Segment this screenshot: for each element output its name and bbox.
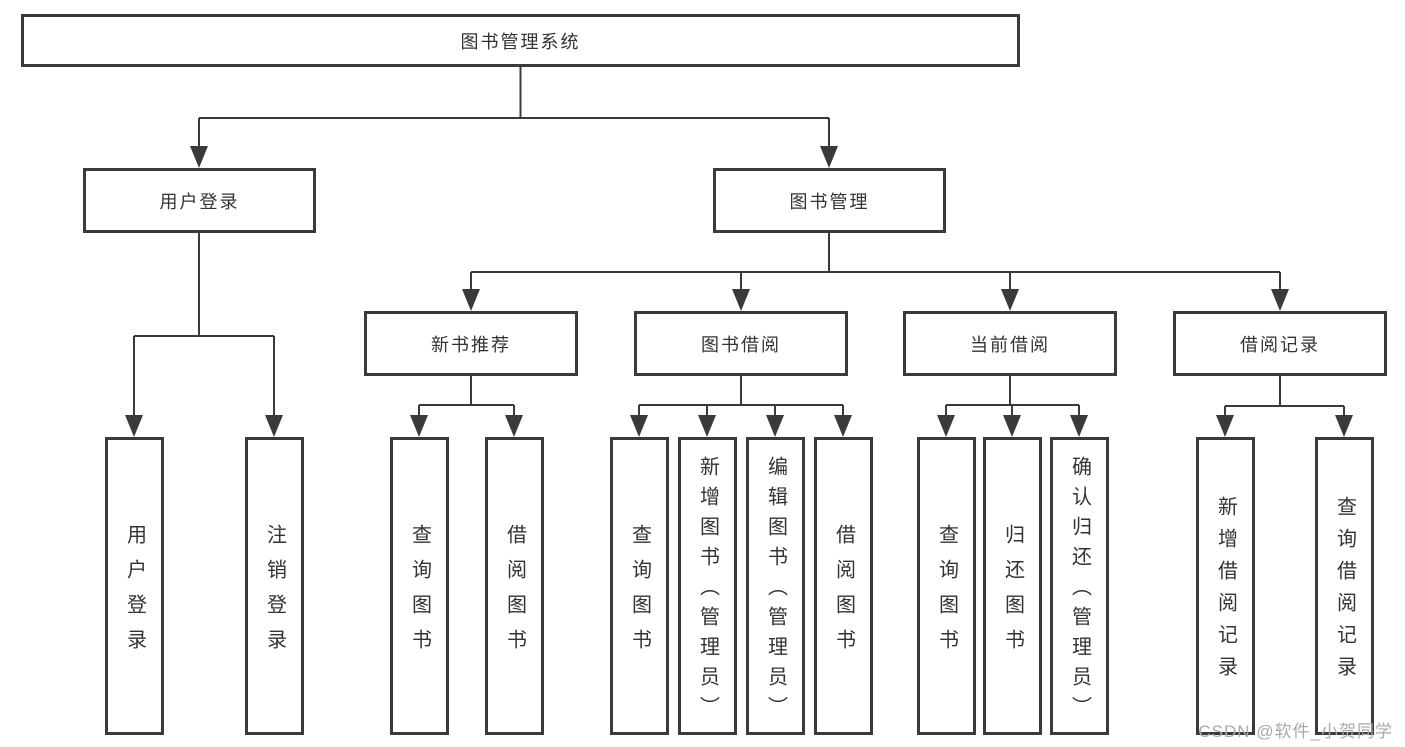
connector-line <box>470 232 1281 294</box>
leaf-label: 归还图书 <box>1001 523 1024 664</box>
leaf-return-books: 归还图书 <box>983 437 1042 735</box>
node-root: 图书管理系统 <box>21 14 1020 67</box>
leaf-label: 新增图书（管理员） <box>696 456 719 726</box>
arrow-down-icon <box>1335 415 1353 437</box>
node-user-login: 用户登录 <box>83 168 316 233</box>
node-root-label: 图书管理系统 <box>460 31 581 52</box>
arrow-down-icon <box>1216 415 1234 437</box>
arrow-down-icon <box>820 146 838 168</box>
arrow-down-icon <box>1271 289 1289 311</box>
node-label: 图书管理 <box>789 191 870 212</box>
connector-line <box>418 375 515 420</box>
node-label: 当前借阅 <box>970 334 1050 355</box>
connector-line <box>198 66 830 150</box>
arrow-down-icon <box>1070 415 1088 437</box>
leaf-label: 确认归还（管理员） <box>1068 456 1091 726</box>
leaf-label: 查询图书 <box>408 523 431 664</box>
connector-line <box>1224 375 1345 420</box>
leaf-label: 查询借阅记录 <box>1333 496 1356 688</box>
leaf-label: 用户登录 <box>123 523 146 664</box>
node-borrow-records: 借阅记录 <box>1173 311 1387 376</box>
arrow-down-icon <box>937 415 955 437</box>
node-label: 借阅记录 <box>1240 334 1320 355</box>
leaf-query-books-recommend: 查询图书 <box>390 437 449 735</box>
leaf-add-books-admin: 新增图书（管理员） <box>678 437 737 735</box>
leaf-label: 注销登录 <box>263 523 286 664</box>
arrow-down-icon <box>1003 415 1021 437</box>
leaf-query-books-current: 查询图书 <box>917 437 976 735</box>
node-book-borrow: 图书借阅 <box>634 311 848 376</box>
leaf-label: 新增借阅记录 <box>1214 496 1237 688</box>
leaf-label: 借阅图书 <box>832 523 855 664</box>
node-label: 图书借阅 <box>701 334 781 355</box>
node-label: 用户登录 <box>159 191 240 212</box>
arrow-down-icon <box>410 415 428 437</box>
leaf-edit-books-admin: 编辑图书（管理员） <box>746 437 805 735</box>
arrow-down-icon <box>698 415 716 437</box>
arrow-down-icon <box>265 415 283 437</box>
arrow-down-icon <box>505 415 523 437</box>
connector-line <box>133 232 275 420</box>
leaf-user-login: 用户登录 <box>105 437 164 735</box>
arrow-down-icon <box>190 146 208 168</box>
arrow-down-icon <box>766 415 784 437</box>
leaf-label: 编辑图书（管理员） <box>764 456 787 726</box>
arrow-down-icon <box>462 289 480 311</box>
node-current-borrow: 当前借阅 <box>903 311 1117 376</box>
arrow-down-icon <box>125 415 143 437</box>
leaf-label: 查询图书 <box>628 523 651 664</box>
arrow-down-icon <box>1001 289 1019 311</box>
leaf-borrow-books-recommend: 借阅图书 <box>485 437 544 735</box>
node-label: 新书推荐 <box>431 334 511 355</box>
arrow-down-icon <box>732 289 750 311</box>
arrow-down-icon <box>630 415 648 437</box>
arrow-down-icon <box>834 415 852 437</box>
connector-line <box>638 375 844 420</box>
leaf-query-books-borrow: 查询图书 <box>610 437 669 735</box>
leaf-confirm-return-admin: 确认归还（管理员） <box>1050 437 1109 735</box>
leaf-logout: 注销登录 <box>245 437 304 735</box>
connector-line <box>945 375 1080 420</box>
node-book-management: 图书管理 <box>713 168 946 233</box>
leaf-add-borrow-record: 新增借阅记录 <box>1196 437 1255 735</box>
leaf-query-borrow-record: 查询借阅记录 <box>1315 437 1374 735</box>
leaf-borrow-books: 借阅图书 <box>814 437 873 735</box>
watermark: CSDN @软件_小贺同学 <box>1198 722 1393 741</box>
leaf-label: 借阅图书 <box>503 523 526 664</box>
leaf-label: 查询图书 <box>935 523 958 664</box>
node-new-book-recommend: 新书推荐 <box>364 311 578 376</box>
